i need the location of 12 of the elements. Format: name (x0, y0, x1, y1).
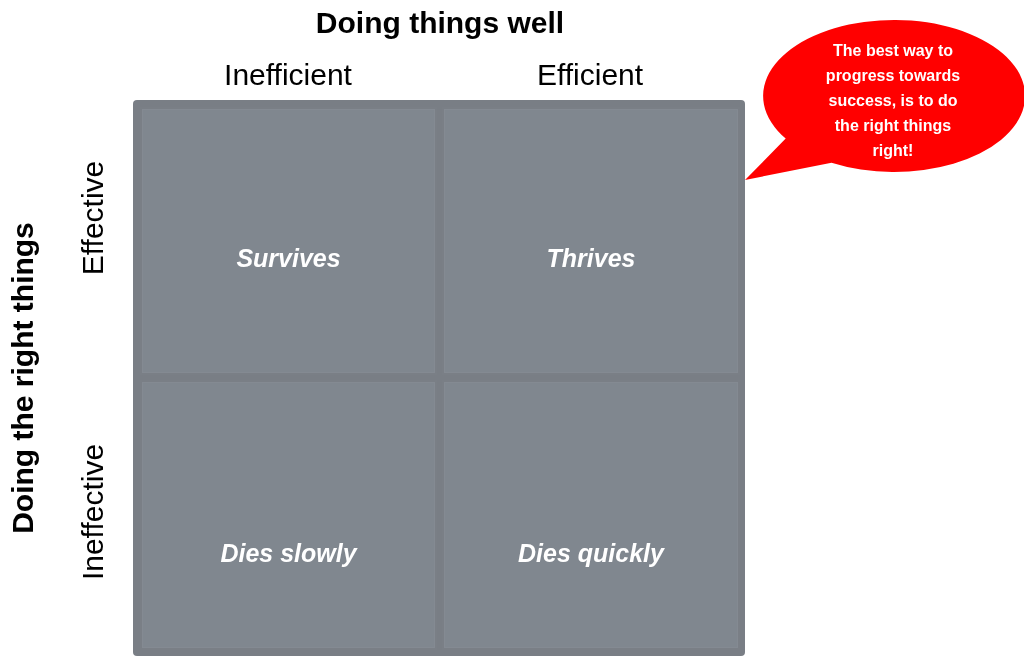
axis-title: Doing the right things (5, 222, 39, 534)
row-header: Effective (75, 160, 109, 276)
quadrant-label: Thrives (546, 243, 636, 273)
callout-text: The best way to progress towards success, is to do the right things right! (824, 41, 962, 161)
matrix-frame (133, 100, 745, 656)
column-header: Inefficient (224, 57, 352, 91)
quadrant-label: Dies slowly (220, 538, 357, 568)
quadrant-label: Survives (236, 243, 341, 273)
row-header: Ineffective (75, 443, 109, 581)
quadrant-label: Dies quickly (518, 538, 664, 568)
column-header: Efficient (536, 57, 644, 91)
axis-title: Doing things well (315, 5, 565, 39)
